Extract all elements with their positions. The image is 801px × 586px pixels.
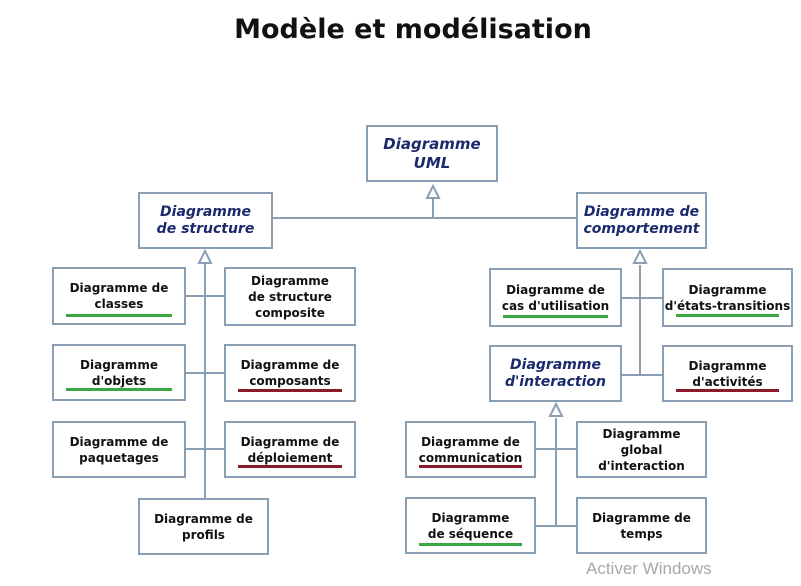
node-diagramme-uml: Diagramme UML [366,125,498,182]
node-diagramme-etats-transitions: Diagramme d'états-transitions [662,268,793,327]
node-label: Diagramme de paquetages [69,434,169,465]
node-diagramme-comportement: Diagramme de comportement [576,192,707,249]
underline-green [419,543,522,546]
node-label: Diagramme global d'interaction [598,426,685,473]
node-diagramme-profils: Diagramme de profils [138,498,269,555]
underline-red [238,389,342,392]
underline-green [66,388,172,391]
node-diagramme-composants: Diagramme de composants [224,344,356,402]
node-diagramme-structure: Diagramme de structure [138,192,273,249]
node-label: Diagramme de communication [418,434,523,465]
underline-red [676,389,779,392]
node-diagramme-global-interaction: Diagramme global d'interaction [576,421,707,478]
node-diagramme-cas-utilisation: Diagramme de cas d'utilisation [489,268,622,327]
underline-green [676,314,779,317]
node-diagramme-classes: Diagramme de classes [52,267,186,325]
node-diagramme-structure-composite: Diagramme de structure composite [224,267,356,326]
node-label: Diagramme d'activités [688,358,767,389]
node-label: Diagramme d'interaction [505,356,606,390]
underline-red [419,465,522,468]
node-diagramme-sequence: Diagramme de séquence [405,497,536,554]
node-label: Diagramme de temps [592,510,691,541]
node-label: Diagramme de séquence [427,510,514,541]
activation-watermark: Activer Windows [586,559,712,578]
node-label: Diagramme de déploiement [240,434,340,465]
node-label: Diagramme de composants [240,358,340,388]
underline-green [503,315,608,318]
node-diagramme-activites: Diagramme d'activités [662,345,793,402]
node-label: Diagramme de classes [69,281,169,311]
node-label: Diagramme de structure [156,203,255,237]
page-title: Modèle et modélisation [234,14,592,45]
node-diagramme-temps: Diagramme de temps [576,497,707,554]
node-diagramme-communication: Diagramme de communication [405,421,536,478]
node-diagramme-interaction: Diagramme d'interaction [489,345,622,402]
node-label: Diagramme d'états-transitions [664,282,791,313]
node-label: Diagramme de cas d'utilisation [501,282,610,313]
node-label: Diagramme de structure composite [248,273,332,320]
node-label: Diagramme d'objets [80,357,158,388]
node-diagramme-paquetages: Diagramme de paquetages [52,421,186,478]
underline-red [238,465,342,468]
node-diagramme-objets: Diagramme d'objets [52,344,186,401]
node-label: Diagramme UML [383,134,481,172]
node-label: Diagramme de profils [154,511,253,542]
underline-green [66,314,172,317]
node-diagramme-deploiement: Diagramme de déploiement [224,421,356,478]
node-label: Diagramme de comportement [583,203,700,237]
